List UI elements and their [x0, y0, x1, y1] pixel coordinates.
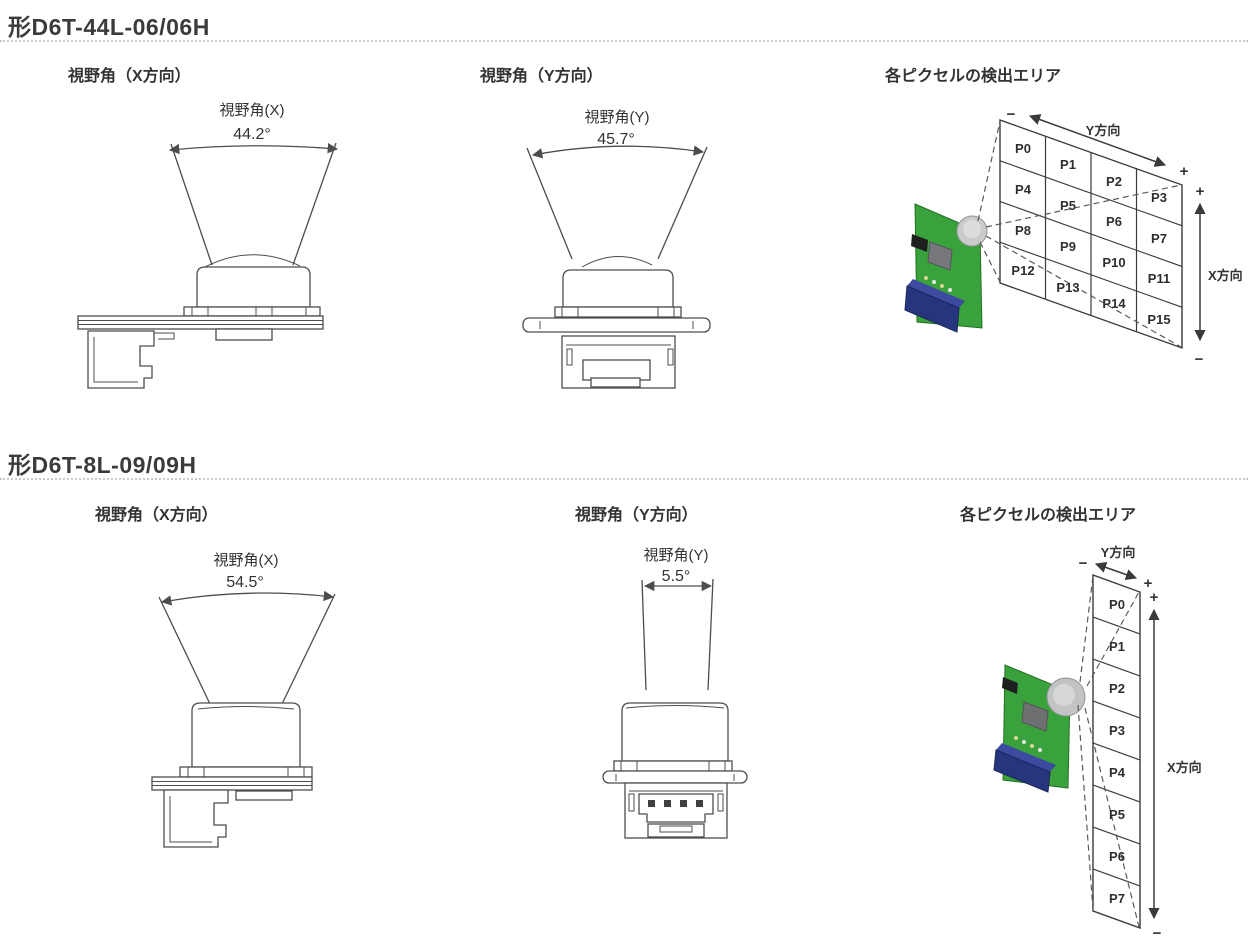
x-axis-arrow: + − X方向 [1148, 589, 1202, 942]
pixel-grid [999, 119, 1183, 349]
section1-separator [0, 40, 1248, 42]
section1-model-title: 形D6T-44L-06/06H [8, 14, 210, 40]
svg-text:P2: P2 [1106, 174, 1122, 189]
svg-text:P10: P10 [1102, 255, 1125, 270]
svg-text:P8: P8 [1015, 223, 1031, 238]
svg-text:Y方向: Y方向 [1086, 123, 1121, 138]
svg-text:+: + [1144, 575, 1153, 592]
svg-text:X方向: X方向 [1208, 268, 1243, 283]
section2-pixel-heading: 各ピクセルの検出エリア [960, 507, 1137, 524]
fov-angle-value: 5.5° [662, 568, 691, 585]
section1-fovx-heading: 視野角（X方向） [68, 68, 191, 85]
svg-text:P5: P5 [1109, 807, 1125, 822]
y-axis-arrow: − + Y方向 [1079, 545, 1153, 592]
svg-text:P3: P3 [1109, 723, 1125, 738]
section2-model-title: 形D6T-8L-09/09H [8, 452, 197, 478]
fov-label: 視野角(Y) [585, 109, 650, 126]
svg-text:P4: P4 [1109, 765, 1126, 780]
projection-dashed-lines [977, 120, 1182, 348]
pixel-cell-labels: P0 P1 P2 P3 P4 P5 P6 P7 [1109, 597, 1126, 906]
svg-text:P14: P14 [1102, 296, 1126, 311]
fov-label: 視野角(X) [214, 552, 279, 569]
section2-fovy-heading: 視野角（Y方向） [575, 507, 698, 524]
svg-text:P3: P3 [1151, 190, 1167, 205]
svg-text:P1: P1 [1109, 639, 1125, 654]
svg-text:P0: P0 [1109, 597, 1125, 612]
connector-pins [648, 800, 703, 807]
fov-cone [526, 145, 708, 260]
sensor-front-drawing [522, 256, 711, 389]
x-axis-arrow: + − X方向 [1194, 183, 1243, 368]
sensor-module-3d [993, 664, 1086, 793]
svg-text:P11: P11 [1148, 271, 1170, 286]
svg-text:P7: P7 [1151, 231, 1167, 246]
fov-angle-value: 44.2° [233, 126, 271, 143]
fov-cone [158, 590, 336, 705]
section1-pixel-diagram: P0 P1 P2 P3 P4 P5 P6 P7 P8 P9 P10 P11 P1… [904, 106, 1243, 368]
svg-text:+: + [1196, 183, 1205, 200]
fov-cone [168, 142, 339, 266]
svg-text:P5: P5 [1060, 198, 1076, 213]
sensor-chip [1021, 701, 1049, 732]
svg-text:P13: P13 [1056, 280, 1079, 295]
section1-pixel-heading: 各ピクセルの検出エリア [885, 68, 1062, 85]
fov-angle-value: 45.7° [597, 131, 635, 148]
svg-text:P4: P4 [1015, 182, 1032, 197]
section2-fovx-heading: 視野角（X方向） [95, 507, 218, 524]
pixel-grid [1092, 574, 1141, 929]
section2-fovx-diagram: 視野角(X) 54.5° [151, 552, 336, 848]
svg-text:P2: P2 [1109, 681, 1125, 696]
svg-text:P6: P6 [1109, 849, 1125, 864]
svg-text:Y方向: Y方向 [1101, 545, 1136, 560]
svg-text:P15: P15 [1147, 312, 1170, 327]
svg-text:X方向: X方向 [1167, 760, 1202, 775]
svg-text:−: − [1195, 351, 1204, 368]
fov-label: 視野角(X) [220, 102, 285, 119]
svg-text:P1: P1 [1060, 157, 1076, 172]
svg-text:−: − [1153, 925, 1162, 942]
svg-text:P9: P9 [1060, 239, 1076, 254]
fov-cone [641, 578, 714, 691]
svg-text:P6: P6 [1106, 214, 1122, 229]
sensor-side-drawing [151, 702, 313, 848]
fov-label: 視野角(Y) [644, 547, 709, 564]
fov-angle-value: 54.5° [226, 574, 264, 591]
y-axis-arrow: − + Y方向 [1007, 106, 1189, 180]
svg-text:−: − [1007, 106, 1016, 123]
svg-text:P12: P12 [1011, 263, 1034, 278]
svg-text:P0: P0 [1015, 141, 1031, 156]
sensor-side-drawing [77, 254, 324, 389]
section2-pixel-diagram: P0 P1 P2 P3 P4 P5 P6 P7 − + Y方向 + − X方向 [993, 545, 1202, 942]
svg-text:+: + [1150, 589, 1159, 606]
sensor-chip [927, 241, 953, 271]
sensor-module-3d [904, 203, 988, 333]
section2-separator [0, 478, 1248, 480]
projection-dashed-lines [1077, 575, 1140, 928]
section1-fovx-diagram: 視野角(X) 44.2° [77, 102, 339, 389]
svg-text:−: − [1079, 555, 1088, 572]
cable-connector [996, 743, 1056, 772]
sensor-front-drawing [602, 702, 748, 839]
svg-text:P7: P7 [1109, 891, 1125, 906]
section2-fovy-diagram: 視野角(Y) 5.5° [602, 547, 748, 839]
section1-fovy-heading: 視野角（Y方向） [480, 68, 603, 85]
svg-text:+: + [1180, 163, 1189, 180]
section1-fovy-diagram: 視野角(Y) 45.7° [522, 109, 711, 389]
cable-connector [907, 279, 965, 308]
